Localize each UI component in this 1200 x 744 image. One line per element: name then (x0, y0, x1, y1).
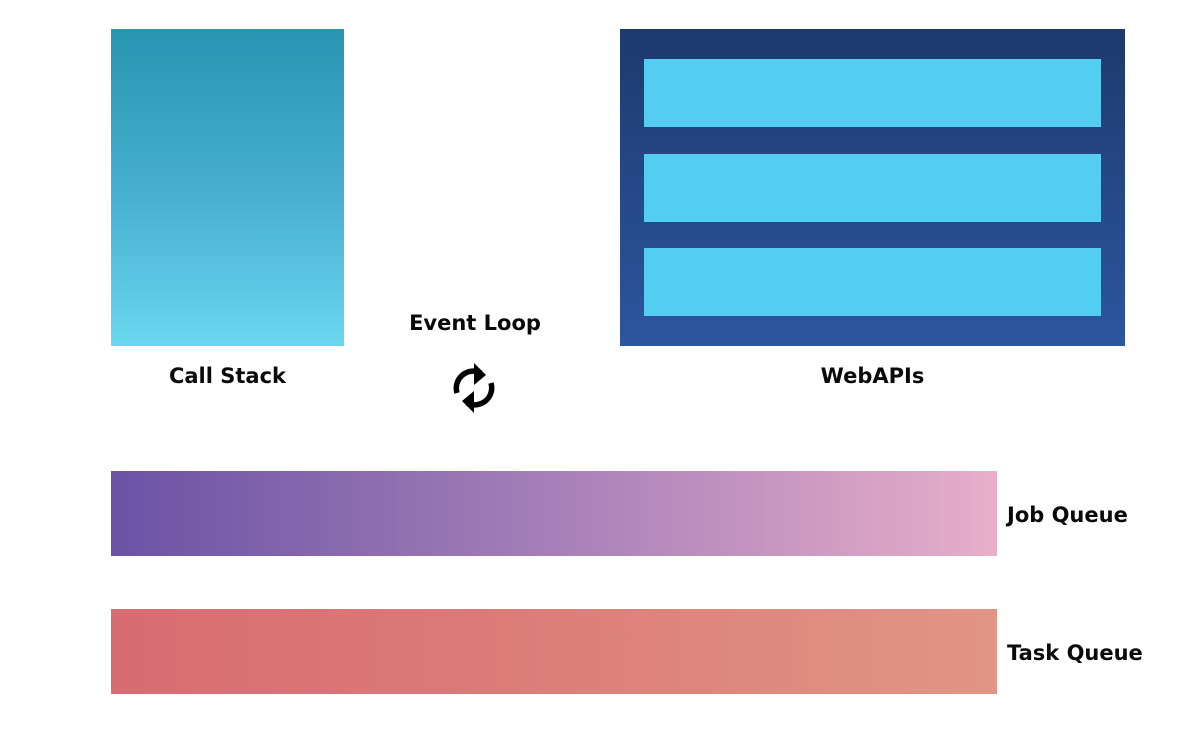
webapi-slot (644, 154, 1101, 222)
webapis-label: WebAPIs (820, 364, 925, 388)
job-queue-bar (111, 471, 997, 556)
webapi-slot (644, 59, 1101, 127)
job-queue-label: Job Queue (1007, 503, 1128, 527)
task-queue-label: Task Queue (1007, 641, 1143, 665)
call-stack-label: Call Stack (168, 364, 287, 388)
webapis-box (620, 29, 1125, 346)
task-queue-bar (111, 609, 997, 694)
refresh-icon (453, 363, 495, 413)
call-stack-box (111, 29, 344, 346)
webapi-slot (644, 248, 1101, 316)
event-loop-label: Event Loop (409, 311, 541, 335)
